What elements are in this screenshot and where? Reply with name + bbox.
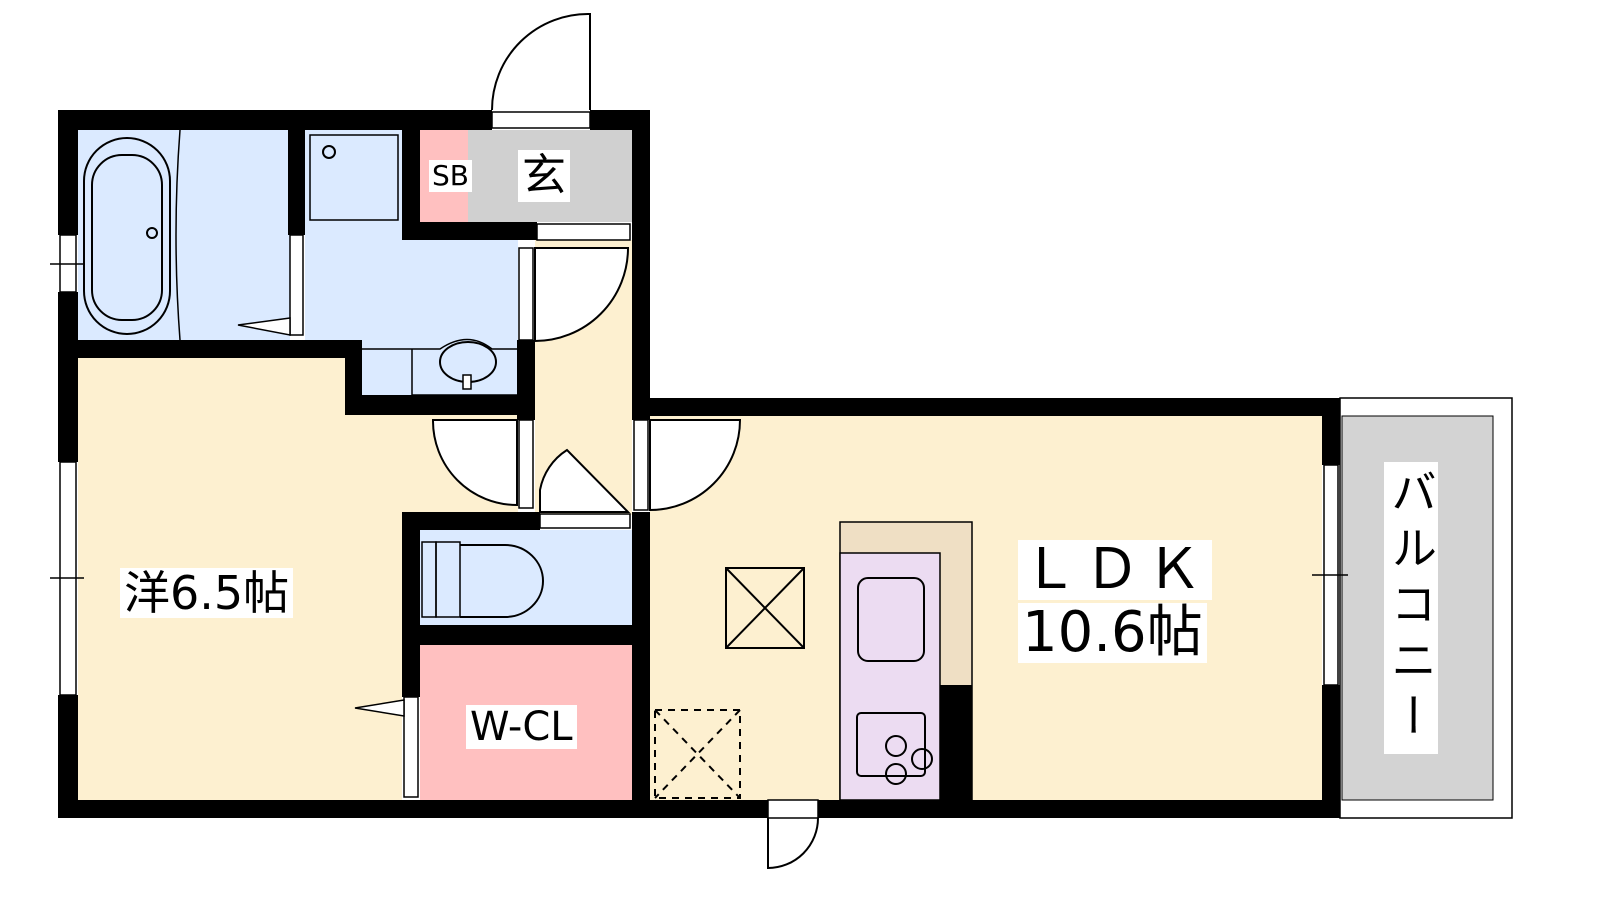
toilet-icon (421, 541, 544, 618)
toilet-door (539, 448, 631, 513)
closet-door-marker (354, 699, 405, 717)
entrance-label: 玄 (518, 150, 570, 202)
bathtub-icon (83, 137, 171, 335)
doors (237, 12, 819, 870)
entrance-door (491, 12, 591, 111)
fixtures (83, 129, 805, 799)
western-room-label: 洋6.5帖 (120, 568, 294, 618)
bath-door-marker (237, 317, 291, 336)
balcony-label: バルコニー (1384, 462, 1438, 754)
bathroom-floor (78, 130, 290, 342)
kitchen (839, 521, 973, 801)
ventilation-icon (725, 567, 805, 649)
shoe-box-label: SB (429, 160, 472, 192)
kitchen-sink-icon (857, 577, 925, 662)
walls (58, 110, 1340, 818)
western-room-floor (78, 358, 518, 800)
washroom-door (534, 247, 630, 343)
ldk-exterior-door (767, 817, 819, 870)
western-door (431, 419, 518, 507)
sink-icon (362, 338, 517, 396)
ldk-label-line1: ＬＤＫ (1018, 540, 1212, 600)
closet-label: W-CL (466, 705, 577, 749)
washing-machine-icon (309, 134, 399, 221)
ldk-door (649, 419, 742, 512)
ldk-label-line2: 10.6帖 (1018, 603, 1207, 663)
fridge-space-icon (654, 709, 741, 799)
toilet-floor (420, 530, 632, 625)
ldk-floor (650, 416, 1322, 800)
windows (50, 234, 1348, 696)
washroom-floor (305, 130, 518, 396)
stove-icon (856, 712, 926, 777)
